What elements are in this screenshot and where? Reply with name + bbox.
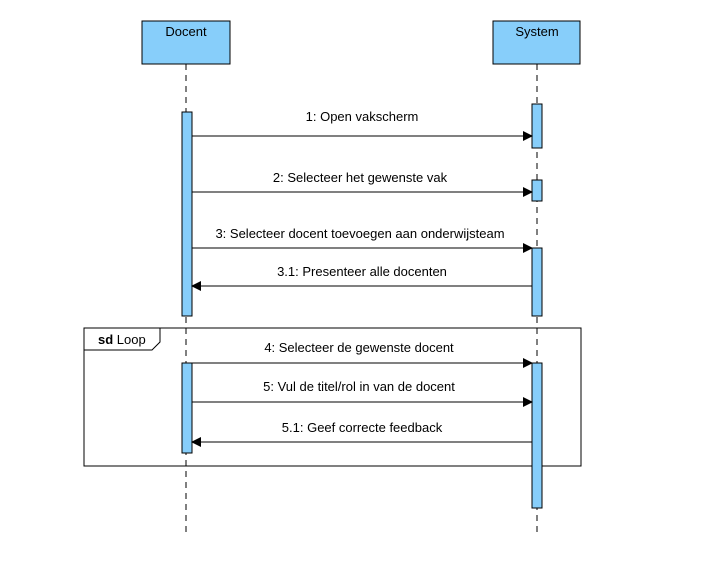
docent-activation-1 (181, 111, 193, 317)
message-3-1-label: 3.1: Presenteer alle docenten (277, 264, 447, 279)
system-lifeline-head: System (492, 20, 581, 65)
system-activation-3 (531, 247, 543, 317)
system-name: System (515, 24, 558, 39)
loop-frame (83, 327, 582, 467)
message-4-label: 4: Selecteer de gewenste docent (264, 340, 454, 355)
system-activation-2 (531, 179, 543, 202)
message-4: 4: Selecteer de gewenste docent (192, 340, 533, 368)
docent-activation-2 (181, 362, 193, 454)
loop-label: sd Loop (98, 332, 146, 347)
system-activation-4 (531, 362, 543, 509)
message-5-label: 5: Vul de titel/rol in van de docent (263, 379, 455, 394)
loop-label-tab (84, 327, 161, 351)
message-5: 5: Vul de titel/rol in van de docent (192, 379, 533, 407)
docent-lifeline-head: Docent (141, 20, 231, 65)
message-2-label: 2: Selecteer het gewenste vak (273, 170, 448, 185)
message-1: 1: Open vakscherm (192, 109, 533, 141)
message-5-1: 5.1: Geef correcte feedback (191, 420, 532, 447)
message-2: 2: Selecteer het gewenste vak (192, 170, 533, 197)
message-3: 3: Selecteer docent toevoegen aan onderw… (192, 226, 533, 253)
system-activation-1 (531, 103, 543, 149)
loop-fragment: sd Loop (83, 327, 582, 467)
docent-name: Docent (165, 24, 207, 39)
message-1-label: 1: Open vakscherm (306, 109, 419, 124)
message-3-label: 3: Selecteer docent toevoegen aan onderw… (215, 226, 504, 241)
message-5-1-label: 5.1: Geef correcte feedback (282, 420, 443, 435)
message-3-1: 3.1: Presenteer alle docenten (191, 264, 532, 291)
